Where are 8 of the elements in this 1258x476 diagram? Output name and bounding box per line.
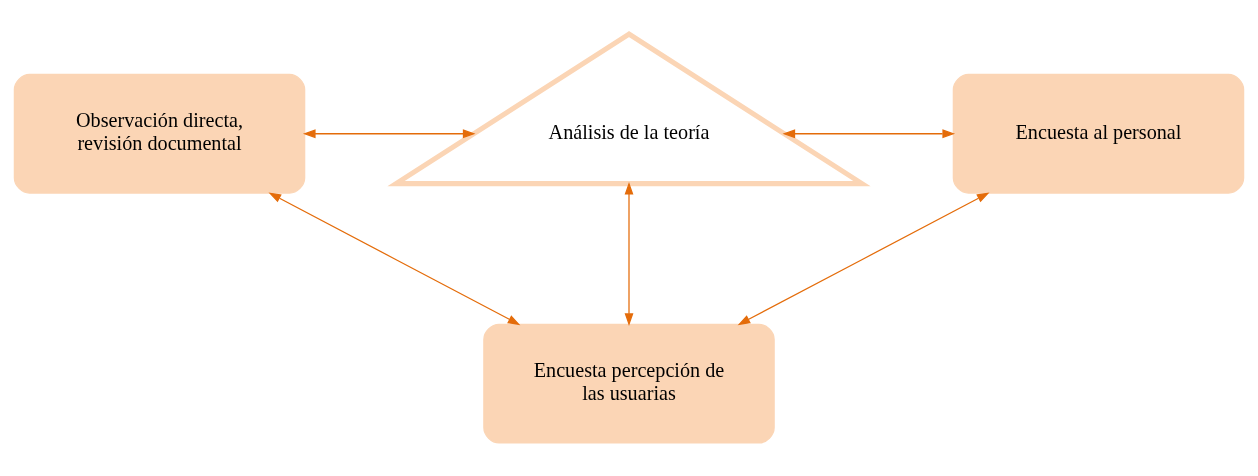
arrow <box>782 128 955 138</box>
arrow <box>624 181 634 326</box>
arrow <box>268 191 521 325</box>
arrow <box>302 128 476 138</box>
node-box: Encuesta al personal <box>952 73 1245 194</box>
node-box: Encuesta percepción de las usuarias <box>483 323 775 444</box>
arrow <box>737 191 990 325</box>
node-box: Observación directa, revisión documental <box>13 73 306 194</box>
